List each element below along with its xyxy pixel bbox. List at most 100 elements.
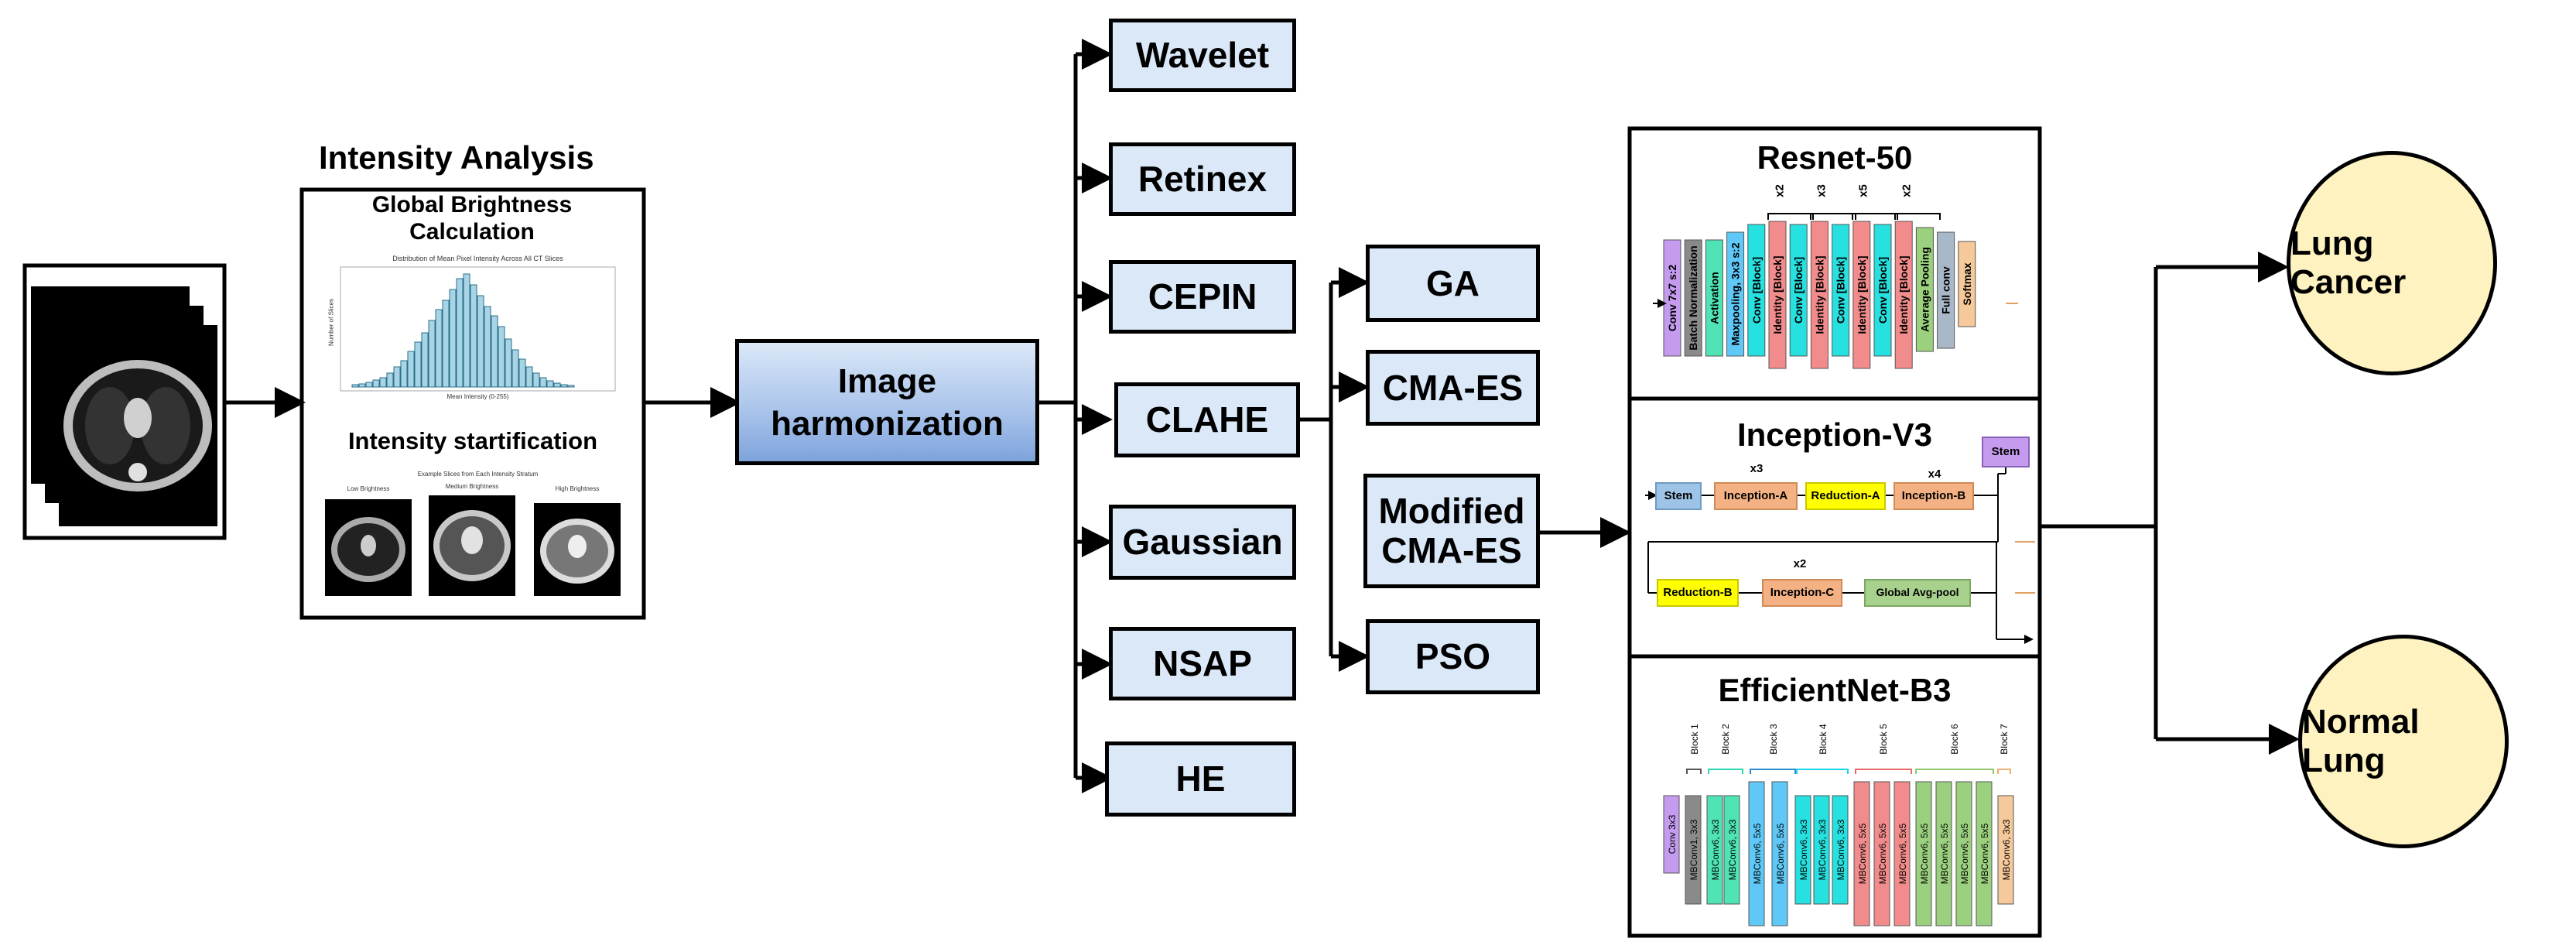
histogram-bar	[449, 289, 457, 388]
resnet-layer	[1705, 239, 1723, 357]
efficientnet-layer-label: MBConv6, 5x5	[1857, 823, 1868, 884]
sample-ct-high	[534, 503, 621, 596]
efficientnet-layer	[1832, 795, 1849, 905]
resnet-layer	[1684, 239, 1702, 357]
input-ct-stack	[22, 263, 227, 540]
efficientnet-layer	[1794, 795, 1811, 905]
inception-title: Inception-V3	[1736, 416, 1933, 453]
histogram-bar	[386, 372, 394, 388]
resnet-layer-label: Identity [Block]	[1856, 255, 1868, 334]
resnet-layer-label: Full conv	[1940, 266, 1952, 314]
optimizer-ga: GA	[1366, 245, 1540, 322]
efficientnet-layer	[1955, 781, 1972, 926]
efficientnet-layer	[1976, 781, 1993, 926]
sample-low-label: Low Brightness	[347, 485, 390, 492]
optimizer-cma-es: CMA-ES	[1366, 350, 1540, 426]
optimizer-modified-cma-es: Modified CMA-ES	[1363, 474, 1540, 588]
resnet-layer-label: Conv [Block]	[1750, 257, 1763, 324]
resnet-title: Resnet-50	[1757, 139, 1913, 176]
histogram-bar	[372, 379, 380, 388]
histogram-title: Distribution of Mean Pixel Intensity Acr…	[392, 255, 563, 262]
output-normal-lung: Normal Lung	[2298, 635, 2509, 848]
efficientnet-layer-label: MBConv6, 3x3	[1710, 819, 1721, 880]
histogram-bar	[428, 320, 436, 388]
resnet-bracket	[1894, 213, 1941, 220]
resnet-layer	[1663, 239, 1681, 357]
histogram-bar	[484, 306, 491, 388]
eff-block-7: Block 7	[1999, 724, 2010, 755]
intensity-analysis-title: Intensity Analysis	[319, 139, 594, 176]
resnet-layer	[1810, 221, 1829, 369]
efficientnet-brackets	[1686, 769, 2011, 774]
histogram-bar	[365, 382, 373, 388]
resnet-layer	[1726, 231, 1745, 357]
histogram-bar	[470, 284, 477, 388]
reduction-b: Reduction-B	[1663, 586, 1733, 599]
histogram-bar	[435, 309, 443, 388]
eff-block-3: Block 3	[1768, 724, 1779, 755]
sample-high-label: High Brightness	[555, 485, 600, 492]
efficientnet-layer-label: MBConv6, 5x5	[1775, 823, 1786, 884]
resnet-layer	[1789, 224, 1808, 357]
method-gaussian: Gaussian	[1109, 505, 1296, 580]
method-cepin: CEPIN	[1109, 260, 1296, 334]
resnet-layer-label: Conv [Block]	[1835, 257, 1847, 324]
resnet-layer	[1958, 241, 1976, 327]
efficientnet-layer-label: MBConv6, 3x3	[1817, 819, 1828, 880]
efficientnet-layer-label: Conv 3x3	[1667, 814, 1678, 854]
histogram-bar	[511, 349, 519, 388]
histogram-bar	[463, 273, 470, 388]
efficientnet-layer	[1685, 795, 1702, 905]
global-avg-pool: Global Avg-pool	[1876, 586, 1959, 598]
histogram-xlabel: Mean Intensity (0-255)	[446, 393, 509, 400]
resnet-repeat-2: x3	[1815, 184, 1829, 197]
resnet-layer-label: Conv [Block]	[1792, 257, 1805, 324]
resnet-layer	[1768, 221, 1787, 369]
histogram-bar	[421, 332, 429, 388]
efficientnet-layer-label: MBConv6, 5x5	[1752, 823, 1763, 884]
histogram-bar	[407, 351, 415, 388]
inception-repeat-b: x4	[1928, 467, 1941, 481]
inception-repeat-c: x2	[1793, 557, 1807, 570]
histogram-bar	[442, 300, 450, 388]
efficientnet-layer	[1997, 795, 2014, 905]
histogram-bar	[358, 383, 366, 388]
sample-ct-medium	[429, 495, 515, 596]
intensity-stratification-title: Intensity startification	[347, 427, 598, 454]
resnet-layer	[1852, 221, 1871, 369]
histogram-bar	[498, 326, 505, 388]
efficientnet-layer	[1771, 781, 1788, 926]
method-nsap: NSAP	[1109, 627, 1296, 700]
histogram-bar	[414, 341, 422, 388]
efficientnet-layer-label: MBConv6, 3x3	[2001, 819, 2012, 880]
resnet-repeat-3: x5	[1856, 184, 1870, 197]
resnet-layer	[1747, 224, 1766, 357]
resnet-layer-label: Average Pooling	[1918, 247, 1931, 332]
efficientnet-layer-label: MBConv6, 5x5	[1959, 823, 1970, 884]
resnet-layer-label: Identity [Block]	[1813, 255, 1825, 334]
brightness-histogram	[340, 266, 616, 392]
sample-medium-label: Medium Brightness	[445, 483, 499, 490]
resnet-layer-label: Conv 7x7 s:2	[1666, 265, 1678, 332]
histogram-bar	[525, 366, 533, 388]
histogram-bar	[518, 358, 526, 388]
efficientnet-layer	[1894, 781, 1911, 926]
method-retinex: Retinex	[1109, 142, 1296, 216]
resnet-layer-label: Softmax	[1961, 262, 1973, 305]
method-he: HE	[1105, 741, 1296, 817]
inception-a: Inception-A	[1723, 489, 1788, 502]
resnet-layer-label: Maxpooling, 3x3 s:2	[1729, 242, 1742, 345]
connectors	[224, 39, 2300, 793]
eff-block-2: Block 2	[1720, 724, 1731, 755]
histogram-bar	[351, 384, 359, 388]
efficientnet-layer	[1723, 795, 1740, 905]
histogram-bar	[400, 360, 408, 388]
histogram-bar	[553, 382, 561, 388]
resnet-repeat-4: x2	[1900, 184, 1914, 197]
inception-b: Inception-B	[1901, 489, 1966, 502]
sample-ct-low	[325, 499, 412, 596]
histogram-bar	[505, 338, 512, 388]
